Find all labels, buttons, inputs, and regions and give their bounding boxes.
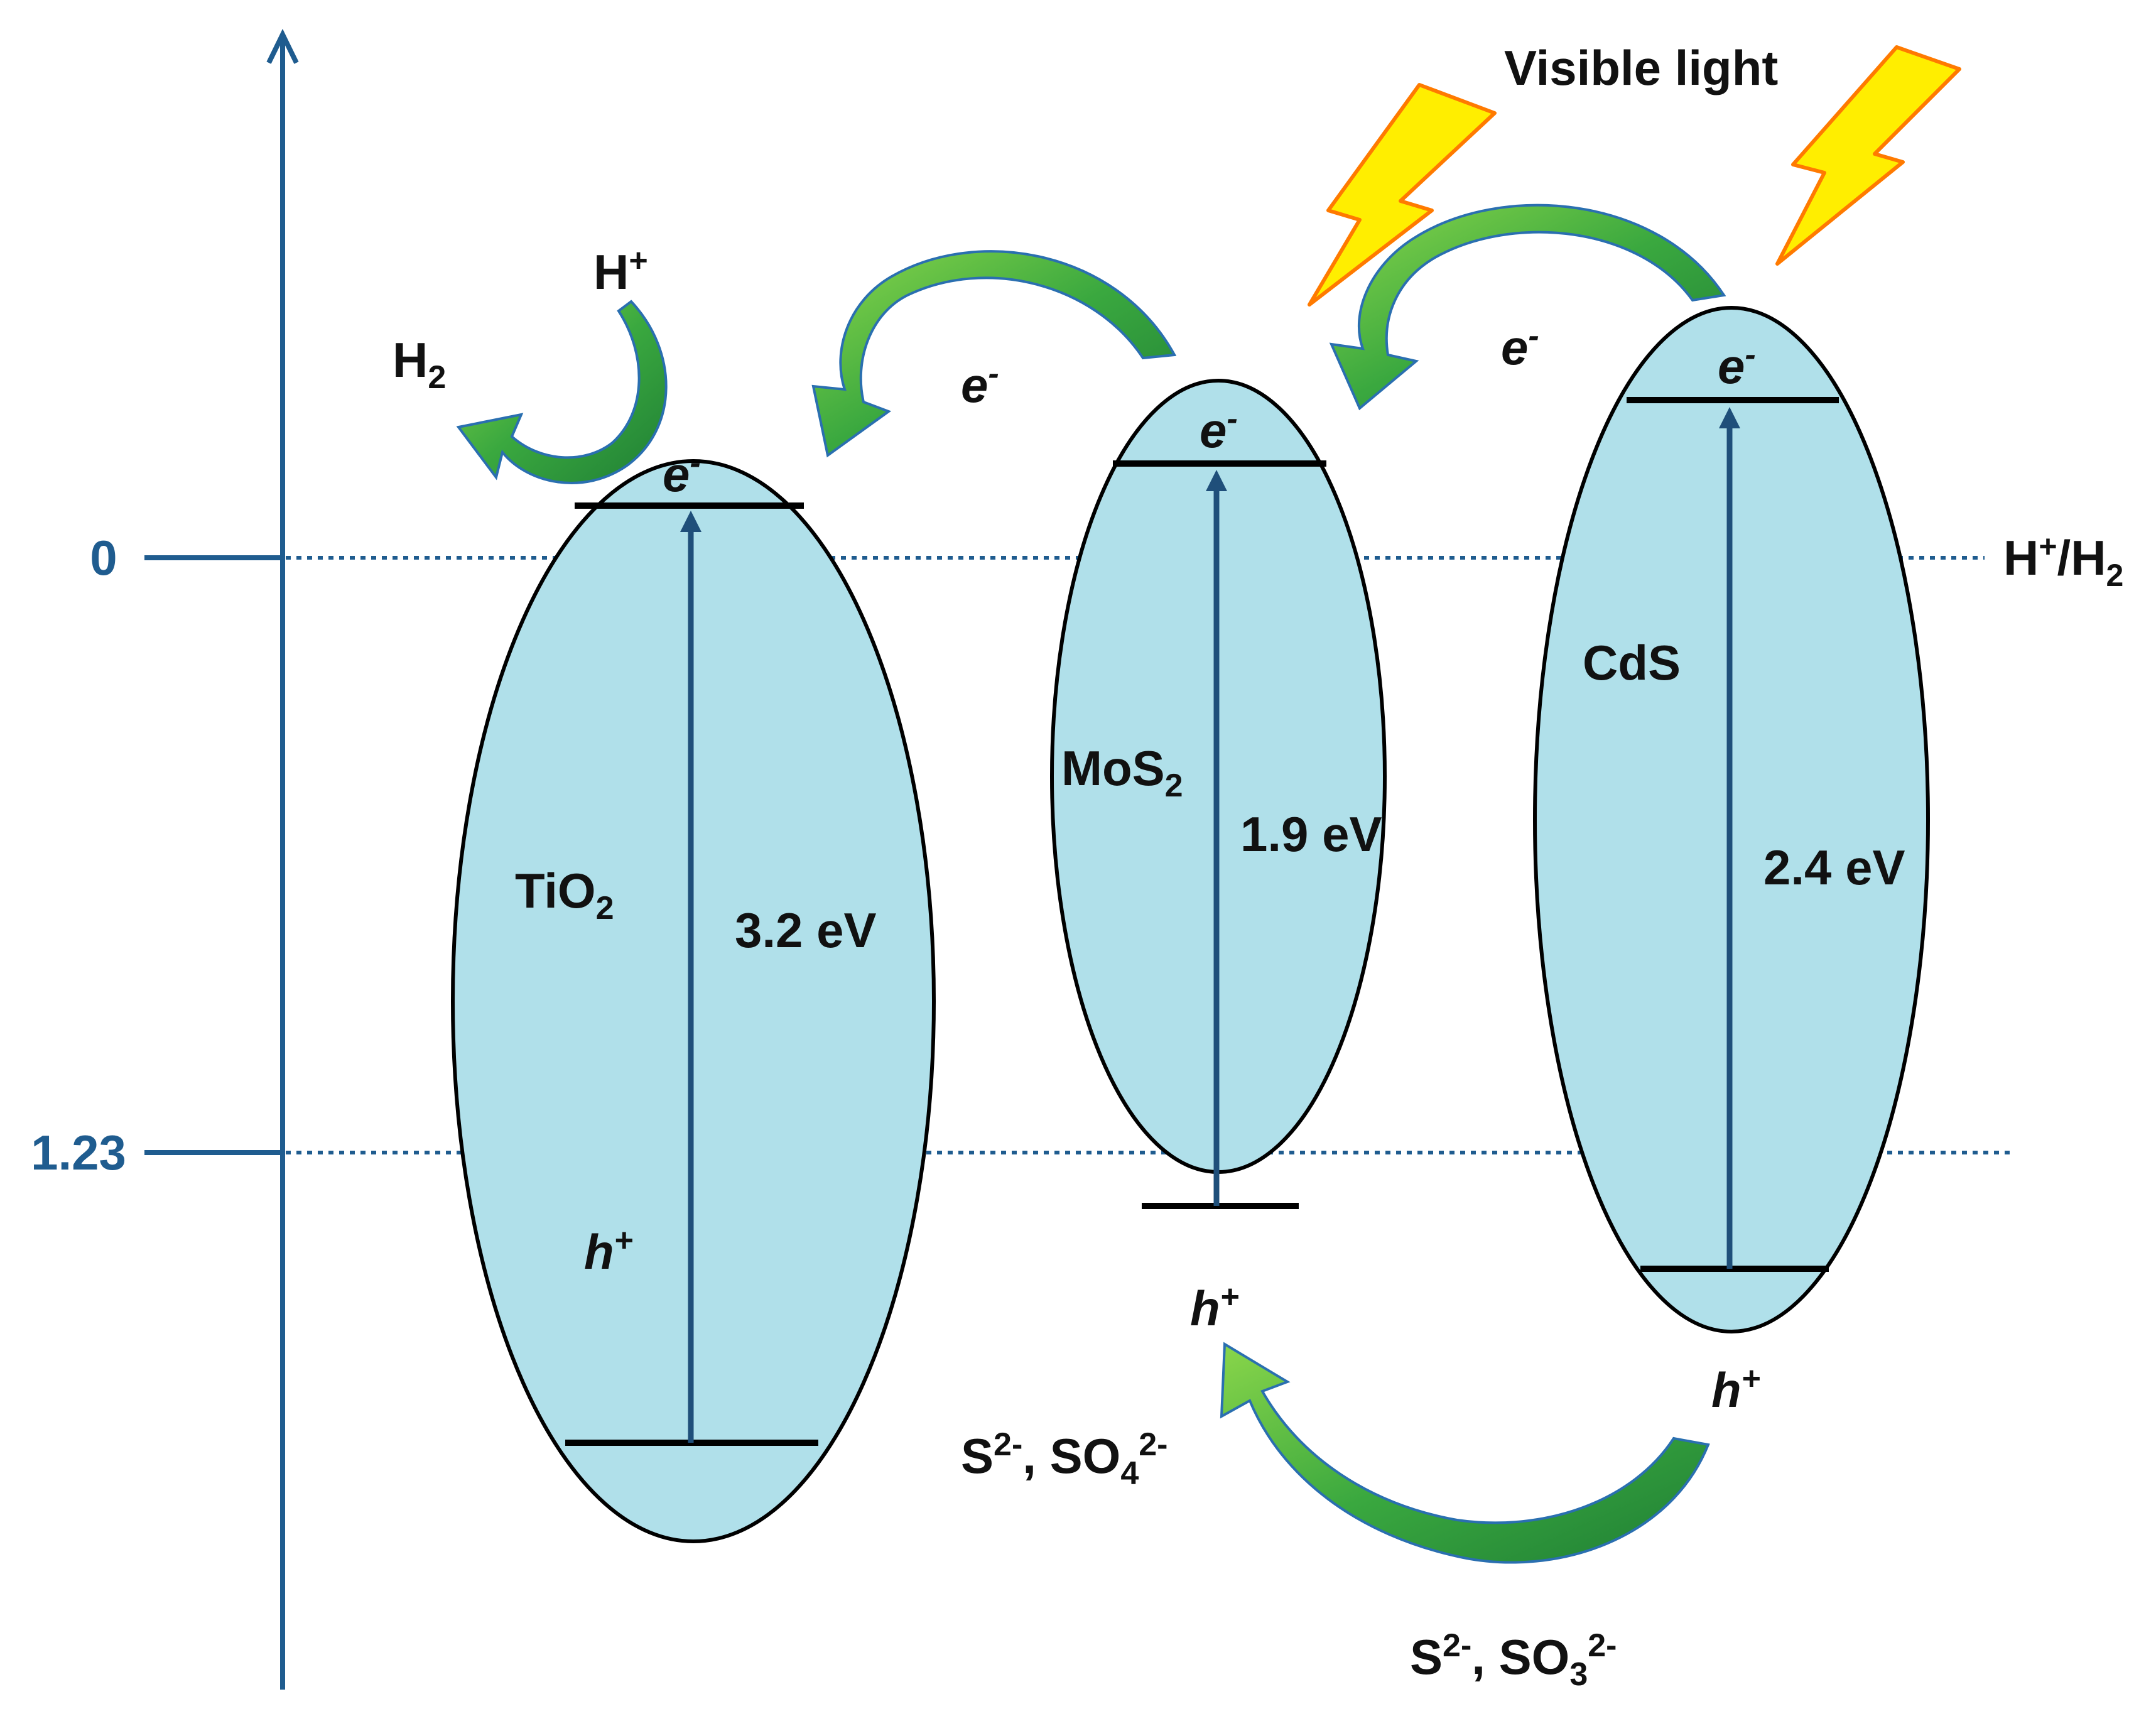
tick-label-1-23: 1.23 bbox=[31, 1125, 126, 1180]
tio2-electron: e- bbox=[663, 445, 701, 502]
tio2-hole: h+ bbox=[584, 1222, 633, 1279]
mos2-name: MoS2 bbox=[1061, 741, 1183, 804]
sacrificial-hole-arrow bbox=[1220, 1342, 1710, 1564]
tick-label-0: 0 bbox=[90, 530, 117, 585]
transfer-electron-label: e- bbox=[961, 356, 999, 413]
oxidation-products-label: S2-, SO42- bbox=[961, 1426, 1168, 1492]
lightning-bolt-icon bbox=[1308, 83, 1497, 307]
mos2-electron: e- bbox=[1200, 401, 1238, 458]
h-h2-label: H+/H2 bbox=[2003, 529, 2123, 593]
cds-semiconductor: CdS 2.4 eV e- h+ bbox=[1533, 306, 1930, 1418]
mos2-to-tio2-electron-arrow bbox=[811, 250, 1177, 458]
cds-electron: e- bbox=[1718, 337, 1756, 394]
tio2-semiconductor: TiO2 3.2 eV e- h+ bbox=[451, 445, 936, 1543]
mos2-semiconductor: MoS2 1.9 eV e- h+ bbox=[1050, 379, 1387, 1336]
sacrificial-agent-label: S2-, SO32- bbox=[1410, 1627, 1617, 1693]
mos2-gap: 1.9 eV bbox=[1240, 806, 1382, 862]
lightning-bolt-icon bbox=[1775, 45, 1961, 266]
hydrogen-evolution-arrow bbox=[456, 300, 668, 484]
tio2-name: TiO2 bbox=[515, 863, 614, 926]
cds-to-mos2-electron-arrow bbox=[1329, 204, 1726, 411]
axis-arrowhead-icon bbox=[266, 28, 299, 64]
cds-gap: 2.4 eV bbox=[1763, 840, 1905, 895]
mos2-hole: h+ bbox=[1190, 1279, 1239, 1336]
cds-name: CdS bbox=[1583, 635, 1681, 690]
potential-axis: 0 1.23 bbox=[31, 28, 299, 1690]
cds-hole: h+ bbox=[1711, 1360, 1760, 1418]
tio2-gap: 3.2 eV bbox=[735, 903, 877, 958]
hydrogen-label: H2 bbox=[393, 332, 446, 396]
transfer-electron-label: e- bbox=[1501, 318, 1539, 375]
proton-label: H+ bbox=[593, 242, 648, 300]
visible-light-label: Visible light bbox=[1504, 40, 1778, 95]
